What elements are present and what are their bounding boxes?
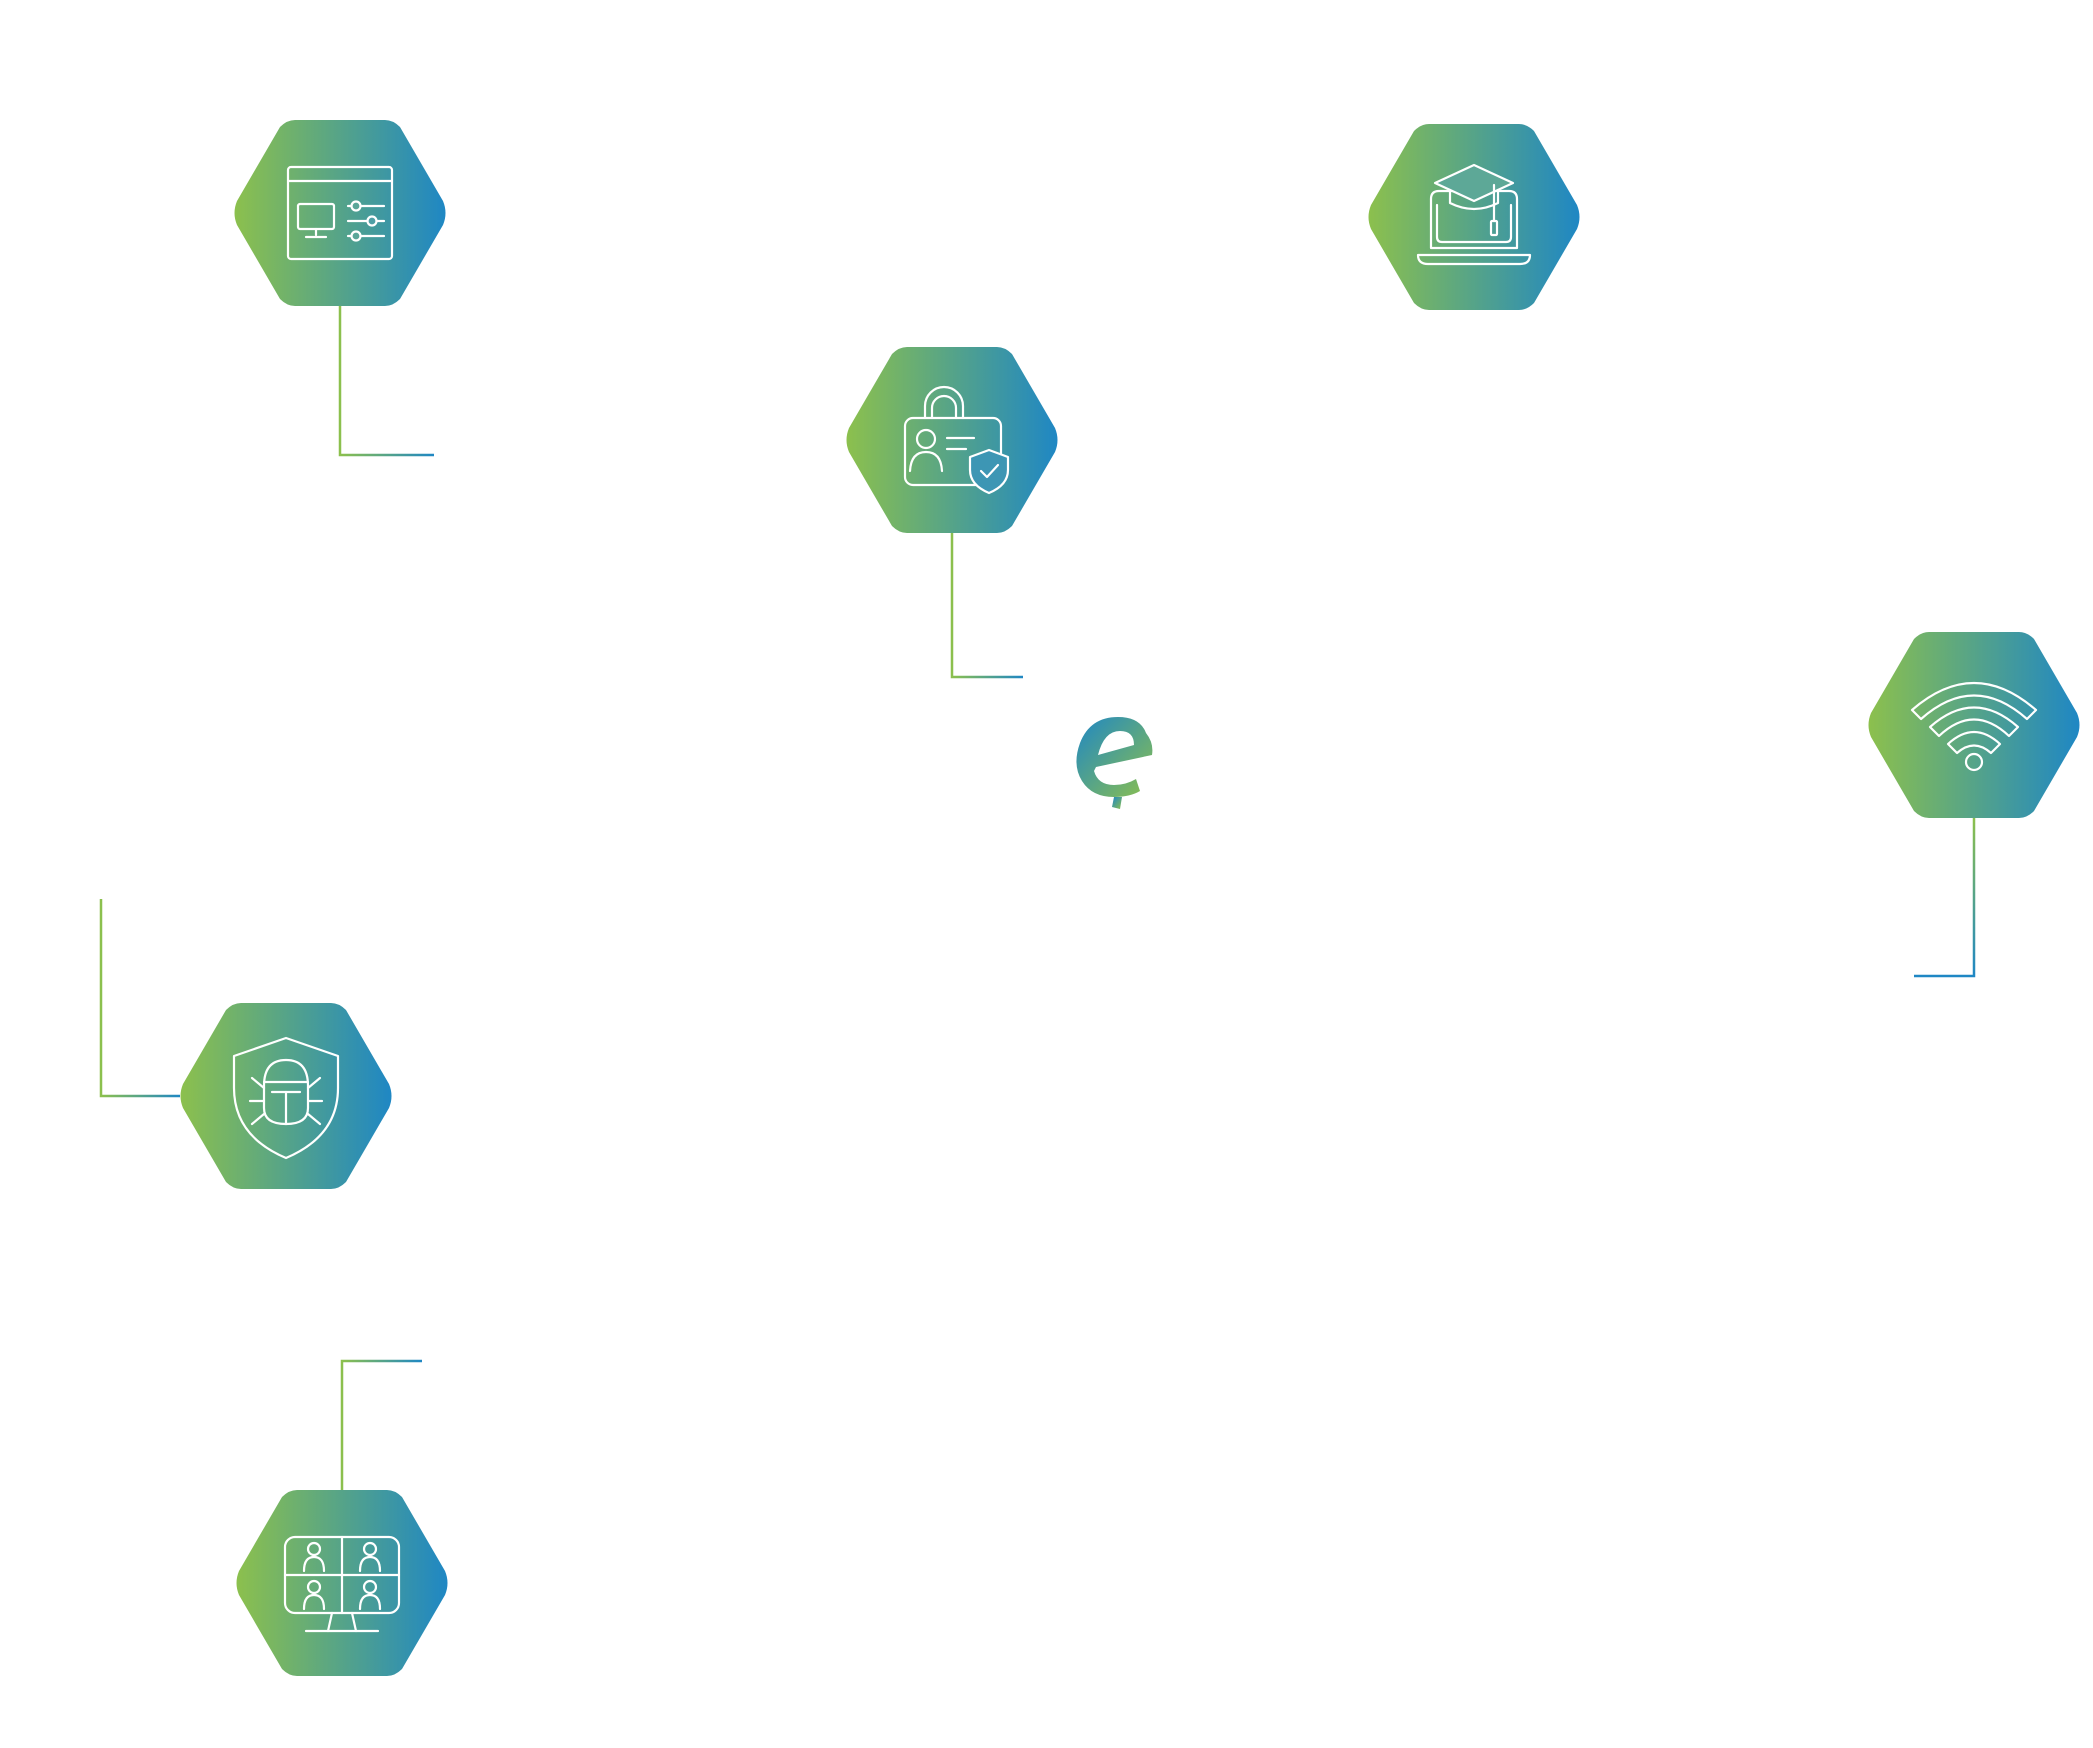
brand-e-logo bbox=[1076, 717, 1153, 809]
hexagon bbox=[846, 347, 1058, 533]
id-lock-shield-icon bbox=[903, 385, 1010, 495]
connector-wireless-network bbox=[1914, 818, 1976, 978]
computer-settings-icon bbox=[286, 165, 394, 261]
connector-device-management bbox=[338, 306, 434, 457]
node-e-learning bbox=[1368, 124, 1580, 310]
connector-malware-protection bbox=[99, 899, 180, 1098]
hexagon bbox=[1868, 632, 2080, 818]
bug-shield-icon bbox=[232, 1036, 340, 1160]
connector-identity-security bbox=[950, 533, 1023, 679]
node-identity-security bbox=[846, 347, 1058, 533]
node-video-conferencing bbox=[236, 1490, 448, 1676]
connector-video-conferencing bbox=[340, 1359, 422, 1490]
node-device-management bbox=[234, 120, 446, 306]
node-wireless-network bbox=[1868, 632, 2080, 818]
node-malware-protection bbox=[180, 1003, 392, 1189]
hexagon bbox=[234, 120, 446, 306]
graduation-laptop-icon bbox=[1416, 163, 1532, 266]
hexagon bbox=[1368, 124, 1580, 310]
video-meeting-icon bbox=[283, 1535, 401, 1633]
wifi-icon bbox=[1910, 682, 2038, 772]
